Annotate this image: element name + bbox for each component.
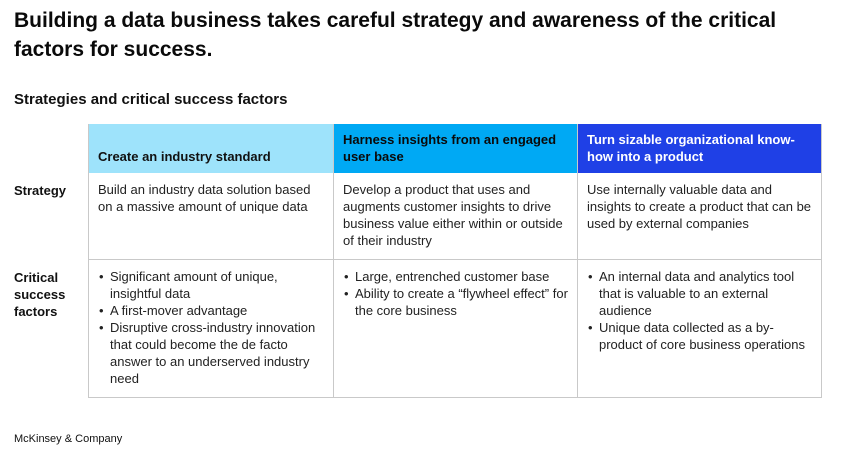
grid-line	[88, 259, 822, 260]
grid-line	[821, 124, 822, 398]
grid-line	[577, 124, 578, 398]
column-header-label: Harness insights from an engaged user ba…	[343, 132, 557, 164]
list-item: Unique data collected as a by-product of…	[587, 319, 813, 353]
table-subtitle: Strategies and critical success factors	[14, 91, 288, 108]
list-item: Ability to create a “flywheel effect” fo…	[343, 285, 569, 319]
list-item: An internal data and analytics tool that…	[587, 268, 813, 319]
factor-list: Large, entrenched customer base Ability …	[343, 268, 569, 319]
list-item: Large, entrenched customer base	[343, 268, 569, 285]
page-title: Building a data business takes careful s…	[14, 9, 777, 61]
grid-line	[88, 397, 822, 398]
row-label-critical-success-factors: Critical success factors	[14, 270, 66, 319]
factors-cell-organizational-know-how: An internal data and analytics tool that…	[578, 260, 821, 353]
strategy-cell-organizational-know-how: Use internally valuable data and insight…	[587, 182, 812, 231]
factors-cell-user-base: Large, entrenched customer base Ability …	[334, 260, 577, 319]
factor-list: Significant amount of unique, insightful…	[98, 268, 325, 387]
list-item: Significant amount of unique, insightful…	[98, 268, 325, 302]
row-label-strategy: Strategy	[14, 183, 67, 198]
strategy-cell-user-base: Develop a product that uses and augments…	[343, 182, 563, 248]
column-header-industry-standard: Create an industry standard	[89, 124, 333, 173]
list-item: Disruptive cross-industry innovation tha…	[98, 319, 325, 387]
list-item: A first-mover advantage	[98, 302, 325, 319]
column-header-label: Create an industry standard	[98, 149, 271, 164]
footer-brand: McKinsey & Company	[14, 433, 123, 445]
factors-cell-industry-standard: Significant amount of unique, insightful…	[89, 260, 333, 387]
grid-line	[333, 124, 334, 398]
column-header-label: Turn sizable organizational know-how int…	[587, 132, 795, 164]
column-header-user-base: Harness insights from an engaged user ba…	[334, 124, 577, 173]
grid-line	[88, 124, 89, 398]
strategy-cell-industry-standard: Build an industry data solution based on…	[98, 182, 311, 214]
column-header-organizational-know-how: Turn sizable organizational know-how int…	[578, 124, 821, 173]
factor-list: An internal data and analytics tool that…	[587, 268, 813, 353]
